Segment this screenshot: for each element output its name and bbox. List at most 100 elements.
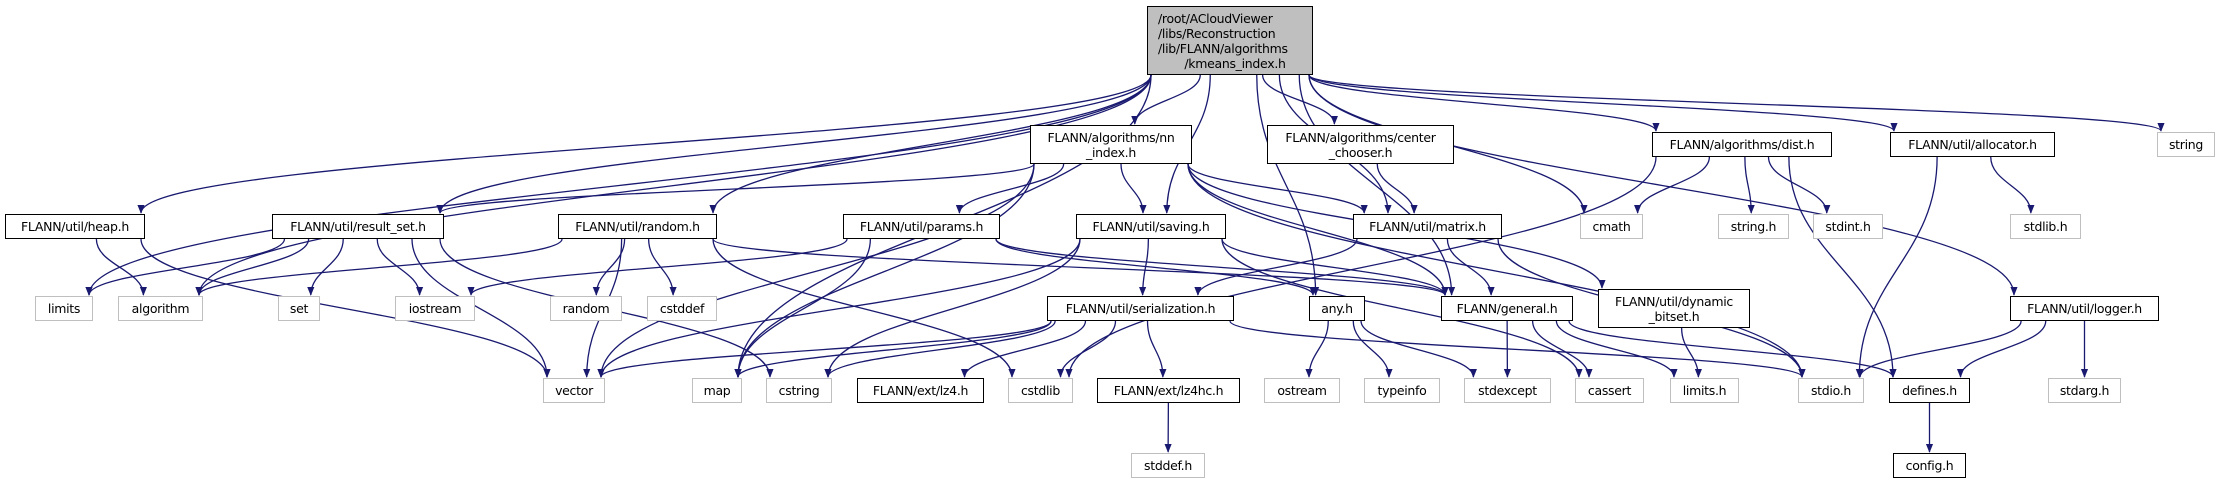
node-label-line: FLANN/util/params.h bbox=[859, 219, 984, 234]
edge-nn_index-to-params bbox=[955, 163, 1065, 214]
edge-root-to-result_set bbox=[436, 74, 1152, 214]
node-cstddef: cstddef bbox=[647, 296, 717, 321]
edge-serialization-to-lz4hc bbox=[1146, 320, 1167, 378]
edge-matrix-to-general bbox=[1446, 238, 1495, 296]
node-result-set[interactable]: FLANN/util/result_set.h bbox=[272, 214, 444, 239]
node-label-line: ostream bbox=[1277, 383, 1327, 398]
edge-serialization-to-stdio_h bbox=[1229, 320, 1806, 378]
node-label-line: FLANN/util/dynamic bbox=[1615, 293, 1733, 309]
node-label-line: defines.h bbox=[1902, 383, 1957, 398]
edge-result_set-to-limits bbox=[85, 238, 286, 296]
node-label-line: string.h bbox=[1730, 219, 1777, 234]
node-center-chooser[interactable]: FLANN/algorithms/center_chooser.h bbox=[1267, 125, 1454, 164]
node-logger[interactable]: FLANN/util/logger.h bbox=[2010, 296, 2159, 321]
edge-root-to-string bbox=[1308, 74, 2165, 132]
node-any[interactable]: any.h bbox=[1309, 296, 1365, 321]
node-label-line: FLANN/util/heap.h bbox=[21, 219, 129, 234]
node-label-line: FLANN/algorithms/dist.h bbox=[1669, 137, 1815, 152]
edge-saving-to-vector bbox=[597, 238, 1081, 378]
node-general[interactable]: FLANN/general.h bbox=[1441, 296, 1573, 321]
edge-nn_index-to-matrix bbox=[1187, 163, 1368, 214]
node-label-line: set bbox=[289, 301, 309, 316]
edge-allocator-to-stdlib_h bbox=[1990, 156, 2035, 214]
node-label-line: stdlib.h bbox=[2023, 219, 2068, 234]
edge-serialization-to-lz4 bbox=[960, 320, 1087, 378]
node-label-line: any.h bbox=[1321, 301, 1353, 316]
edge-root-to-dist bbox=[1308, 74, 1660, 132]
edge-any-to-ostream bbox=[1305, 320, 1329, 378]
edge-heap-to-algorithm bbox=[95, 238, 147, 296]
edge-heap-to-vector bbox=[140, 238, 551, 378]
edge-random_h-to-algorithm bbox=[195, 238, 563, 296]
edge-params-to-general bbox=[995, 238, 1449, 296]
node-dist[interactable]: FLANN/algorithms/dist.h bbox=[1652, 132, 1832, 157]
node-params[interactable]: FLANN/util/params.h bbox=[843, 214, 1000, 239]
node-stdarg-h: stdarg.h bbox=[2048, 378, 2121, 403]
node-label-line: limits.h bbox=[1682, 383, 1727, 398]
edge-params-to-iostream bbox=[467, 238, 848, 296]
node-algorithm: algorithm bbox=[118, 296, 203, 321]
node-label-line: random bbox=[562, 301, 610, 316]
node-lz4[interactable]: FLANN/ext/lz4.h bbox=[857, 378, 984, 403]
node-serialization[interactable]: FLANN/util/serialization.h bbox=[1047, 296, 1234, 321]
node-cstdlib: cstdlib bbox=[1008, 378, 1073, 403]
node-defines[interactable]: defines.h bbox=[1889, 378, 1970, 403]
node-stdio-h: stdio.h bbox=[1798, 378, 1864, 403]
node-nn-index[interactable]: FLANN/algorithms/nn_index.h bbox=[1030, 125, 1192, 164]
node-label-line: FLANN/util/serialization.h bbox=[1065, 301, 1216, 316]
edge-dist-to-cstdlib bbox=[1065, 156, 1657, 378]
node-label-line: /lib/FLANN/algorithms bbox=[1158, 40, 1288, 56]
edge-saving-to-cassert bbox=[1221, 238, 1583, 378]
node-label-line: FLANN/general.h bbox=[1456, 301, 1558, 316]
edge-root-to-center_chooser bbox=[1261, 74, 1338, 125]
node-label-line: FLANN/util/allocator.h bbox=[1908, 137, 2037, 152]
edge-root-to-nn_index bbox=[1131, 74, 1201, 125]
node-limits-h: limits.h bbox=[1670, 378, 1739, 403]
node-dynamic-bitset[interactable]: FLANN/util/dynamic_bitset.h bbox=[1598, 289, 1750, 328]
node-label-line: cmath bbox=[1592, 219, 1631, 234]
node-label-line: config.h bbox=[1905, 458, 1954, 473]
edge-dynamic_bitset-to-limits_h bbox=[1680, 327, 1702, 378]
node-label-line: FLANN/algorithms/nn bbox=[1047, 129, 1175, 145]
node-label-line: FLANN/util/saving.h bbox=[1092, 219, 1210, 234]
node-heap[interactable]: FLANN/util/heap.h bbox=[5, 214, 145, 239]
node-cstring: cstring bbox=[766, 378, 832, 403]
node-label-line: stdarg.h bbox=[2059, 383, 2110, 398]
edge-serialization-to-cstdlib bbox=[1056, 320, 1117, 378]
edge-root-to-algorithm bbox=[195, 74, 1152, 296]
node-random-h[interactable]: FLANN/util/random.h bbox=[558, 214, 717, 239]
node-label-line: stdexcept bbox=[1478, 383, 1537, 398]
node-string: string bbox=[2157, 132, 2215, 157]
node-label-line: FLANN/ext/lz4.h bbox=[872, 383, 969, 398]
node-label-line: /libs/Reconstruction bbox=[1158, 25, 1276, 41]
edge-general-to-cassert bbox=[1531, 320, 1593, 378]
node-lz4hc[interactable]: FLANN/ext/lz4hc.h bbox=[1097, 378, 1240, 403]
node-saving[interactable]: FLANN/util/saving.h bbox=[1076, 214, 1226, 239]
node-allocator[interactable]: FLANN/util/allocator.h bbox=[1890, 132, 2055, 157]
edge-serialization-to-map bbox=[734, 320, 1052, 378]
node-label-line: FLANN/util/random.h bbox=[575, 219, 700, 234]
node-map: map bbox=[692, 378, 742, 403]
node-label-line: FLANN/util/logger.h bbox=[2027, 301, 2142, 316]
edge-root-to-random_h bbox=[709, 74, 1152, 214]
edge-matrix-to-serialization bbox=[1194, 238, 1358, 296]
edge-general-to-defines bbox=[1568, 320, 1897, 378]
edge-result_set-to-vector bbox=[411, 238, 551, 378]
edge-logger-to-stdio_h bbox=[1856, 320, 2022, 378]
node-matrix[interactable]: FLANN/util/matrix.h bbox=[1353, 214, 1502, 239]
node-root[interactable]: /root/ACloudViewer/libs/Reconstruction/l… bbox=[1147, 6, 1313, 75]
node-config[interactable]: config.h bbox=[1893, 453, 1966, 478]
node-label-line: /kmeans_index.h bbox=[1184, 55, 1286, 71]
node-label-line: typeinfo bbox=[1377, 383, 1427, 398]
node-label-line: FLANN/util/matrix.h bbox=[1369, 219, 1486, 234]
edge-nn_index-to-result_set bbox=[436, 163, 1035, 214]
edge-dist-to-cmath bbox=[1634, 156, 1711, 214]
edge-root-to-allocator bbox=[1308, 74, 1898, 132]
edge-root-to-general bbox=[1298, 74, 1456, 296]
edge-result_set-to-set bbox=[307, 238, 344, 296]
node-label-line: /root/ACloudViewer bbox=[1158, 10, 1273, 26]
edge-saving-to-serialization bbox=[1139, 238, 1150, 296]
edge-serialization-to-vector bbox=[597, 320, 1052, 378]
edge-serialization-to-cstring bbox=[824, 320, 1056, 378]
edge-allocator-to-stdio_h bbox=[1855, 156, 1938, 378]
